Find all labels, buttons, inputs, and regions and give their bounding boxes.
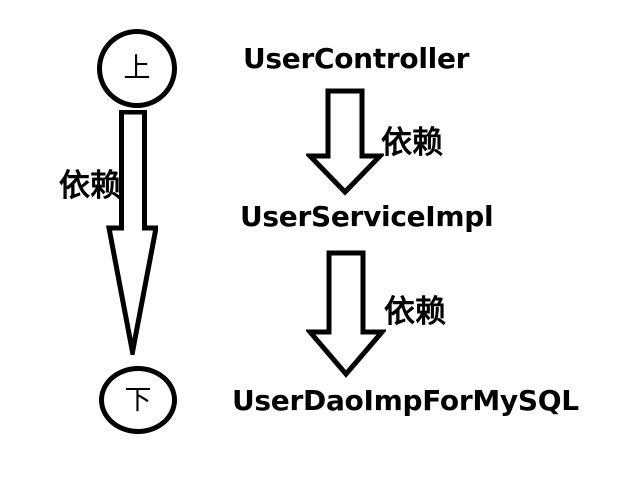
node-user-service-impl: UserServiceImpl xyxy=(240,200,494,233)
legend-lower-label: 下 xyxy=(124,384,152,416)
dependency-arrow-2-label: 依赖 xyxy=(384,294,446,330)
legend-lower-circle: 下 xyxy=(99,366,177,434)
node-user-controller: UserController xyxy=(243,42,470,75)
legend-upper-circle: 上 xyxy=(97,29,177,108)
node-user-dao-imp-for-mysql: UserDaoImpForMySQL xyxy=(232,384,579,417)
dependency-arrow-1-label: 依赖 xyxy=(381,125,443,161)
legend-dependency-arrow xyxy=(106,110,158,355)
legend-dependency-label: 依赖 xyxy=(59,168,121,204)
dependency-arrow-1 xyxy=(306,88,384,196)
dependency-arrow-2 xyxy=(306,250,386,378)
legend-upper-label: 上 xyxy=(123,53,151,84)
